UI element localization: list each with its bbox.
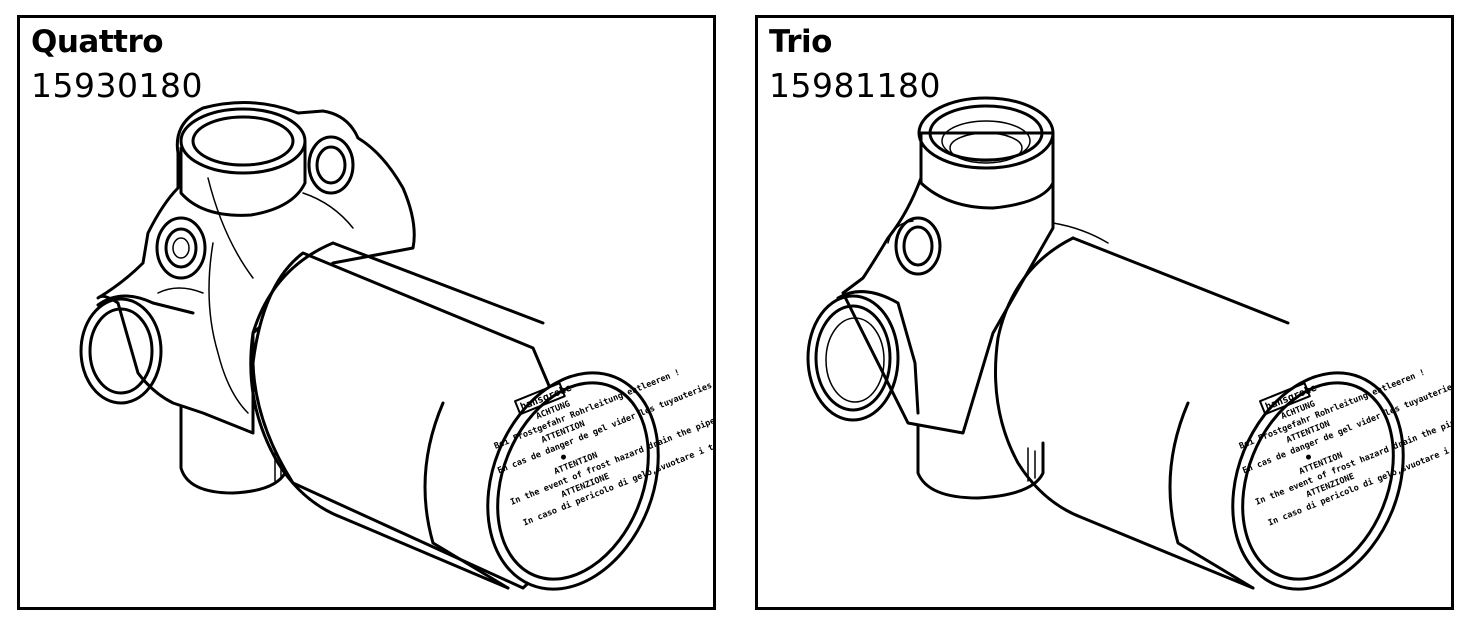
panel-trio: Trio 15981180 hansgro: [755, 15, 1454, 610]
panel-title: Quattro: [31, 24, 164, 60]
panel-title: Trio: [769, 24, 832, 60]
valve-body-trio-drawing: hansgrohe ACHTUNG Bei Frostgefahr Rohrle…: [806, 96, 1451, 591]
article-number: 15981180: [769, 66, 941, 105]
valve-body-quattro-drawing: hansgrohe ACHTUNG Bei Frostgefahr Rohrle…: [79, 101, 713, 591]
article-number: 15930180: [31, 66, 203, 105]
panel-quattro: Quattro 15930180: [17, 15, 716, 610]
